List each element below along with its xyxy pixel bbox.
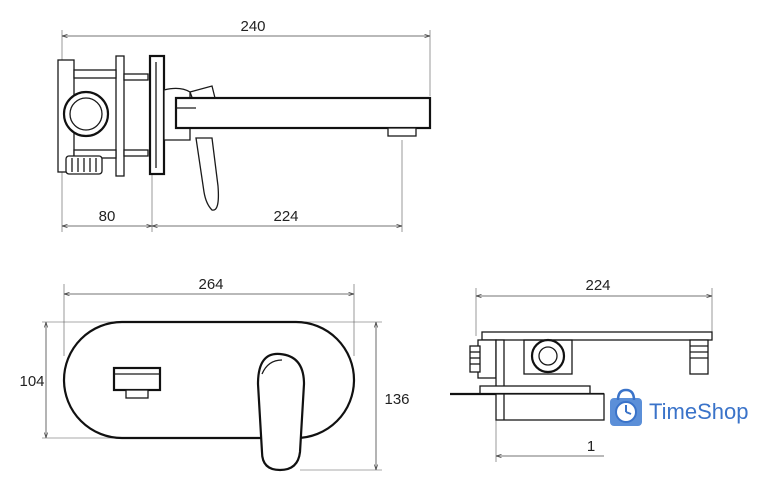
body-middle-post [115,55,125,177]
dim-240-label: 240 [240,18,265,35]
top-view: 224 1 [450,277,713,462]
front-view: 264 104 136 [19,276,410,472]
dim-136-label: 136 [384,391,409,408]
aerator [387,127,417,137]
dim-80-label: 80 [99,208,116,225]
dim-partial-label: 1 [587,438,595,455]
lever-front [256,352,306,472]
body-top-rail [73,69,117,79]
spout-outlet [112,366,162,392]
timeshop-logo: TimeShop [610,388,748,426]
logo-brand-text: TimeShop [649,399,748,424]
left-connector [477,339,497,379]
wall-plate-front [62,320,356,440]
cartridge-core [69,97,103,131]
dim-224-side-label: 224 [273,208,298,225]
dim-104-label: 104 [19,373,44,390]
top-lever [495,393,605,421]
shopping-bag-clock-icon [610,388,642,426]
side-view: 240 80 224 [57,18,432,232]
dim-224-top-label: 224 [585,277,610,294]
top-rail [481,331,713,341]
right-connector [689,339,709,375]
spout-outlet-tip [125,389,149,399]
wall-plate-side [148,54,166,176]
lever-handle [195,137,220,211]
spout [174,96,432,130]
dim-264-label: 264 [198,276,223,293]
top-plate-edge [479,385,591,395]
